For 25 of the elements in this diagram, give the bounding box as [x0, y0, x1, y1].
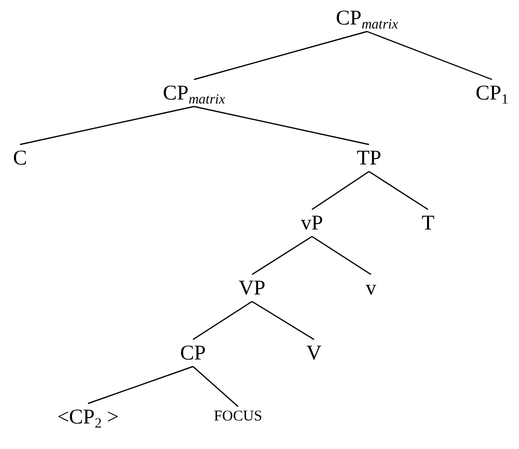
tree-node-label: FOCUS [212, 406, 264, 428]
tree-branch [88, 366, 194, 404]
tree-node-label: <CP$_{2}$ > [56, 404, 120, 430]
tree-node-label: v [364, 274, 378, 302]
tree-branch [366, 30, 492, 80]
tree-node-label: VP [238, 274, 266, 302]
tree-branch [20, 106, 194, 146]
tree-branch [312, 171, 370, 210]
tree-node-label: vP [300, 210, 324, 236]
tree-node-label: TP [356, 144, 382, 172]
tree-node-label: CP$_{matrix}$ [334, 4, 400, 32]
tree-branch [194, 106, 370, 146]
tree-branch [312, 236, 372, 275]
tree-node-label: V [305, 340, 323, 366]
tree-node-label: C [12, 144, 28, 172]
tree-node-label: CP [179, 340, 207, 366]
tree-branch [192, 366, 238, 407]
tree-node-label: CP$_{matrix}$ [162, 80, 226, 106]
tree-branch [192, 301, 252, 340]
tree-branch [194, 30, 368, 80]
tree-node-label: T [420, 210, 436, 236]
tree-branch [252, 300, 314, 340]
tree-node-label: CP$_{1}$ [474, 80, 510, 106]
tree-branch [252, 236, 312, 275]
tree-branch [368, 171, 428, 210]
